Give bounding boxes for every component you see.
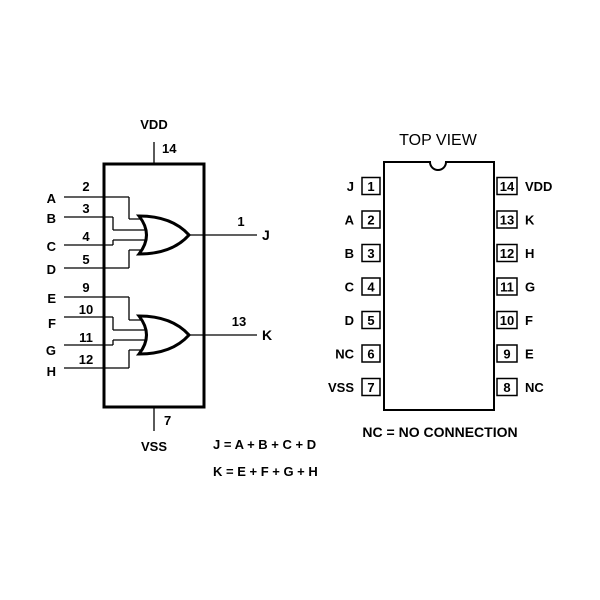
left-pin-5: 5D xyxy=(345,310,381,330)
pin-number: 1 xyxy=(367,179,374,194)
pin-box xyxy=(496,210,518,229)
pin-number: 3 xyxy=(367,246,374,261)
pin-box xyxy=(496,310,518,330)
gate1-input-wires xyxy=(64,196,151,269)
vdd-pin-number: 14 xyxy=(162,141,177,156)
vss-label: VSS xyxy=(141,439,167,454)
pin-number: 4 xyxy=(367,280,375,295)
pin-box xyxy=(361,377,381,397)
gate2-input-e-label: E xyxy=(47,291,56,306)
left-pin-column: 1J 2A 3B 4C 5D 6 NC 7 VSS xyxy=(328,176,381,397)
equation-k: K = E + F + G + H xyxy=(213,464,318,479)
gate1-pin-2: 2 xyxy=(82,179,89,194)
pin-number: 10 xyxy=(500,313,514,328)
pin-number: 2 xyxy=(367,213,374,228)
right-pin-11: 11 G xyxy=(496,277,535,296)
pin-number: 11 xyxy=(500,280,514,295)
vss-pin-number: 7 xyxy=(164,413,171,428)
gate2-input-wires xyxy=(64,296,151,369)
pin-label: J xyxy=(347,179,354,194)
right-pin-12: 12 H xyxy=(496,243,534,263)
gate2-pin-12: 12 xyxy=(79,352,93,367)
pin-label: E xyxy=(525,347,534,362)
gate1-output-label: J xyxy=(262,227,270,243)
equation-j: J = A + B + C + D xyxy=(213,437,316,452)
pin-label: D xyxy=(345,313,354,328)
right-pin-8: 8 NC xyxy=(496,377,544,397)
or-gate-2 xyxy=(135,314,192,356)
gate2-pin-10: 10 xyxy=(79,302,93,317)
gate2-pin-9: 9 xyxy=(82,280,89,295)
pin-box xyxy=(496,277,518,296)
right-pin-14: 14 VDD xyxy=(496,176,552,196)
pin-label: NC xyxy=(335,347,354,362)
pin-box xyxy=(496,243,518,263)
pin-box xyxy=(361,310,381,330)
gate2-pin-11: 11 xyxy=(79,330,93,345)
left-pin-3: 3B xyxy=(345,243,381,263)
gate2-input-g-label: G xyxy=(46,343,56,358)
gate1-pin-5: 5 xyxy=(82,252,89,267)
gate1-input-d-label: D xyxy=(47,262,56,277)
right-pin-10: 10 F xyxy=(496,310,533,330)
pin-box xyxy=(496,344,518,363)
top-view-title: TOP VIEW xyxy=(399,132,478,149)
pin-box xyxy=(361,277,381,296)
or-gate-1 xyxy=(135,214,192,256)
pin-number: 9 xyxy=(503,347,510,362)
pin-label: C xyxy=(345,280,355,295)
gate1-output-pin: 1 xyxy=(237,214,244,229)
pin-box xyxy=(496,176,518,196)
pin-box xyxy=(361,344,381,363)
gate2-output-pin: 13 xyxy=(232,314,246,329)
pin-box xyxy=(361,210,381,229)
pin-label: F xyxy=(525,313,533,328)
vdd-label: VDD xyxy=(140,117,167,132)
pin-number: 7 xyxy=(367,380,374,395)
left-pin-2: 2A xyxy=(345,210,381,229)
pin-number: 8 xyxy=(503,380,510,395)
gate1-pin-4: 4 xyxy=(82,229,90,244)
pin-box xyxy=(361,243,381,263)
pin-label: H xyxy=(525,246,534,261)
pin-number: 5 xyxy=(367,313,374,328)
pin-label: K xyxy=(525,213,535,228)
pin-label: NC xyxy=(525,380,544,395)
pin-number: 14 xyxy=(500,179,515,194)
pin-number: 13 xyxy=(500,213,514,228)
nc-legend: NC = NO CONNECTION xyxy=(362,424,517,440)
pin-label: VDD xyxy=(525,179,552,194)
pin-label: B xyxy=(345,246,354,261)
gate2-input-h-label: H xyxy=(47,364,56,379)
gate1-input-a-label: A xyxy=(47,191,57,206)
pin-number: 12 xyxy=(500,246,514,261)
gate1-pin-3: 3 xyxy=(82,201,89,216)
left-pin-7: 7 VSS xyxy=(328,377,381,397)
left-pin-1: 1J xyxy=(347,176,381,196)
gate1-input-b-label: B xyxy=(47,211,56,226)
right-pin-13: 13 K xyxy=(496,210,535,229)
gate2-output-label: K xyxy=(262,327,272,343)
left-pin-4: 4C xyxy=(345,277,381,296)
pin-box xyxy=(361,176,381,196)
left-pin-6: 6 NC xyxy=(335,344,381,363)
gate1-input-c-label: C xyxy=(47,239,57,254)
pin-label: A xyxy=(345,213,355,228)
pin-label: G xyxy=(525,280,535,295)
logic-package-outline xyxy=(102,162,206,409)
dip-package-body xyxy=(383,161,495,411)
pin-box xyxy=(496,377,518,397)
logic-diagram: VDD 14 VSS 7 A B C D 2 3 xyxy=(46,117,318,479)
pin-label: VSS xyxy=(328,380,354,395)
pin-number: 6 xyxy=(367,347,374,362)
gate2-input-f-label: F xyxy=(48,316,56,331)
